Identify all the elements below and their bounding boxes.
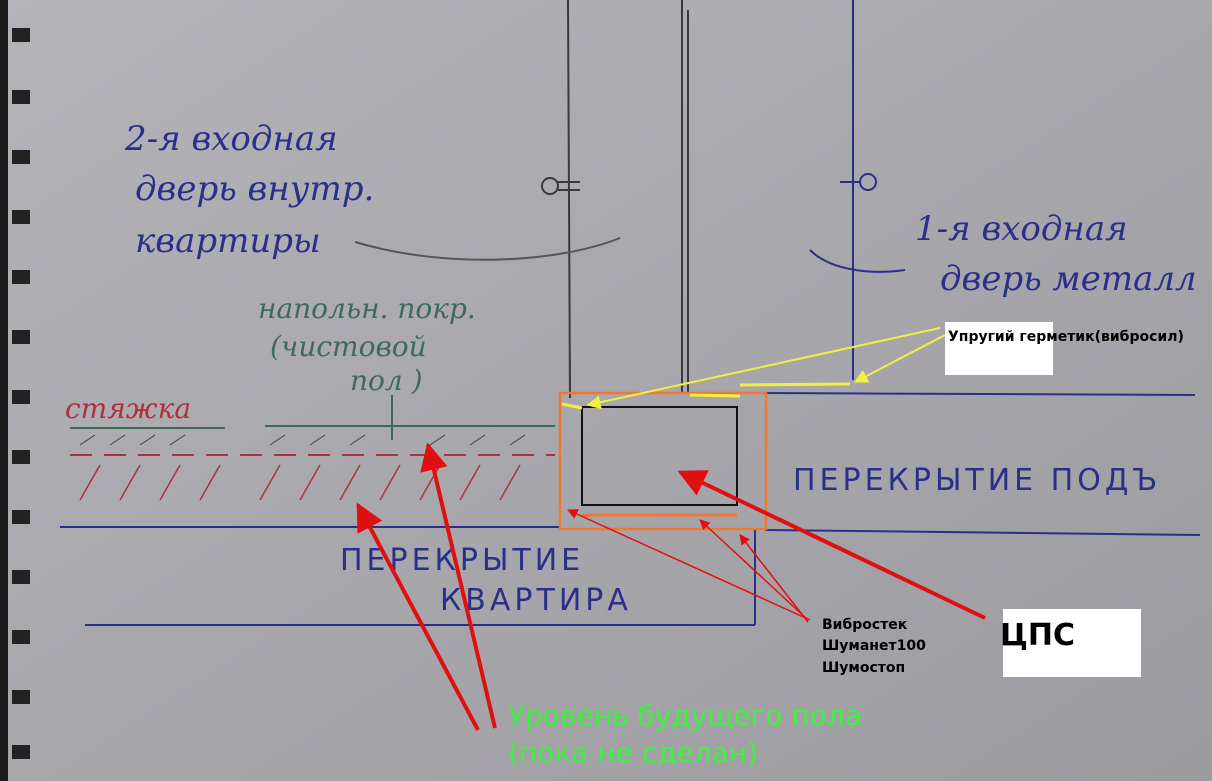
inner-door-label: 2-я входная дверь внутр. квартиры bbox=[124, 119, 374, 261]
text-line: напольн. покр. bbox=[258, 292, 476, 325]
sealant-label: Упругий герметик(вибросил) bbox=[948, 329, 1184, 345]
outer-door bbox=[840, 0, 877, 380]
entrance-slab-label: ПЕРЕКРЫТИЕ ПОДЪ bbox=[793, 463, 1161, 498]
red-arrows bbox=[356, 442, 986, 731]
text-line: дверь внутр. bbox=[135, 169, 374, 209]
screed-label: стяжка bbox=[65, 392, 191, 425]
future-floor-label-2: (пока не сделан) bbox=[508, 736, 758, 769]
notebook-binding bbox=[0, 0, 30, 781]
sealant-marks bbox=[561, 382, 851, 410]
apartment-slab-label: ПЕРЕКРЫТИЕ bbox=[340, 543, 584, 578]
text-line: (чистовой bbox=[270, 330, 427, 363]
text-line: 1-я входная bbox=[915, 209, 1128, 249]
inner-door bbox=[541, 0, 689, 399]
cps-label-bg bbox=[1003, 609, 1141, 677]
vibration-insulation-outline bbox=[558, 391, 768, 531]
text-line: 2-я входная bbox=[124, 119, 338, 159]
inner-door-arrow bbox=[354, 237, 621, 261]
floor-cover-label: напольн. покр. (чистовой пол ) bbox=[258, 292, 476, 397]
future-floor-label: Уровень будущего пола bbox=[508, 699, 862, 732]
screed-layer bbox=[70, 425, 555, 501]
material-item: Вибростек bbox=[822, 617, 908, 633]
text-line: квартиры bbox=[135, 221, 321, 261]
material-item: Шумостоп bbox=[822, 660, 905, 676]
sealant-arrows bbox=[586, 327, 946, 410]
outer-door-arrow bbox=[809, 249, 906, 273]
text-line: пол ) bbox=[350, 364, 423, 397]
cps-block bbox=[581, 406, 738, 506]
outer-door-label: 1-я входная дверь металл bbox=[915, 209, 1197, 299]
sealant-label-bg bbox=[945, 322, 1053, 375]
materials-label: Вибростек Шуманет100 Шумостоп bbox=[822, 617, 926, 676]
cps-label: ЦПС bbox=[1000, 618, 1075, 653]
apartment-slab-label-2: КВАРТИРА bbox=[440, 583, 632, 618]
material-item: Шуманет100 bbox=[822, 638, 926, 654]
text-line: дверь металл bbox=[940, 259, 1197, 299]
